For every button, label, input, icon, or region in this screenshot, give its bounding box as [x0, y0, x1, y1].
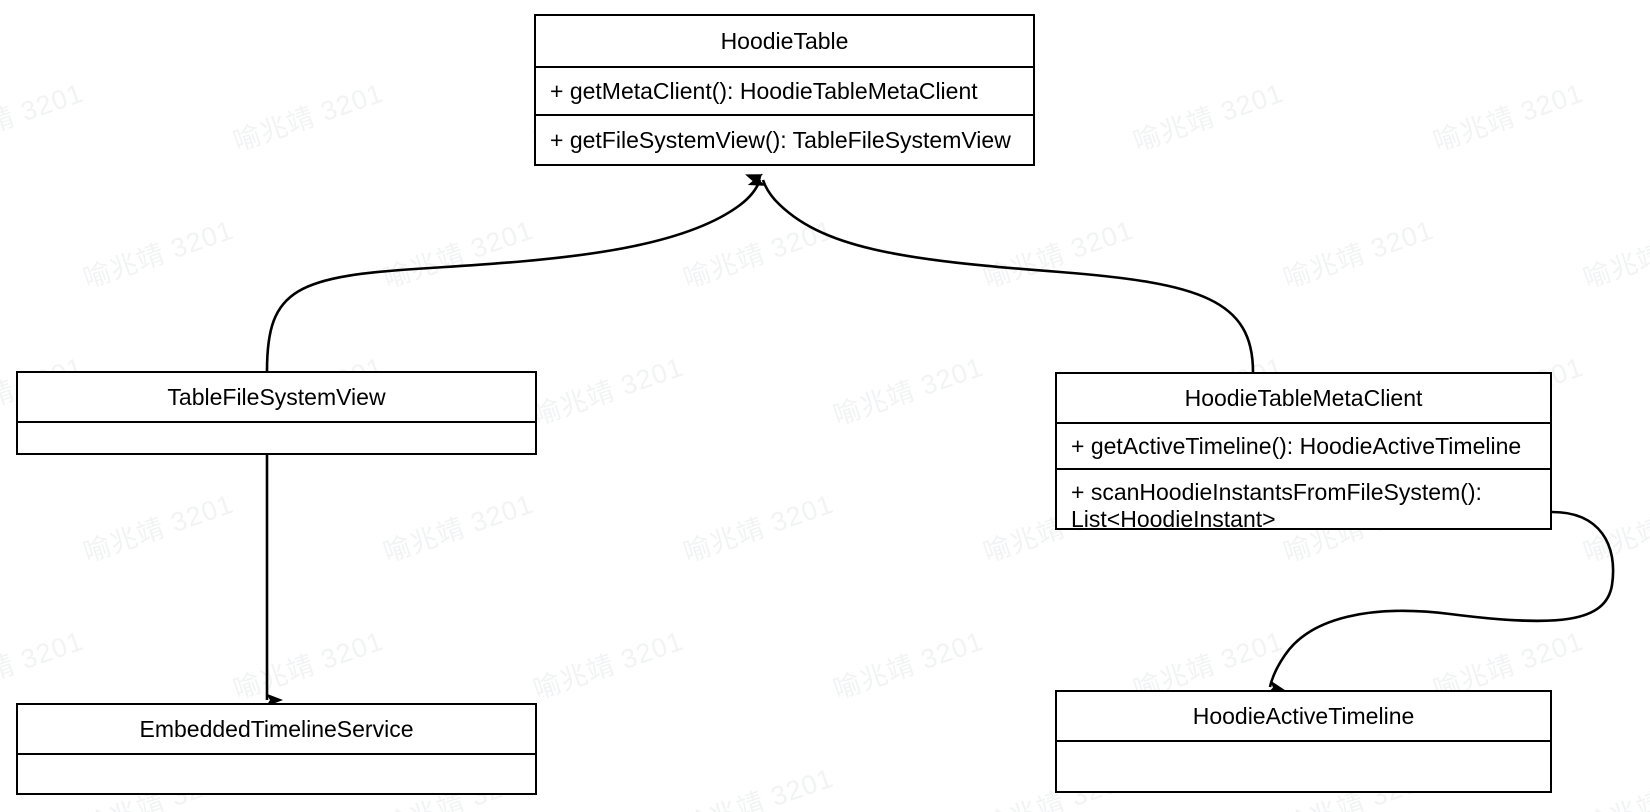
edge-metaclient-to-hoodietable: [747, 173, 1255, 373]
watermark-text: 喻兆靖 3201: [79, 488, 238, 569]
class-body-table-file-system-view: [18, 423, 535, 452]
watermark-text: 喻兆靖 3201: [979, 214, 1138, 295]
watermark-text: 喻兆靖 3201: [829, 351, 988, 432]
class-box-hoodie-table-meta-client[interactable]: HoodieTableMetaClient + getActiveTimelin…: [1055, 372, 1552, 532]
class-box-hoodie-active-timeline[interactable]: HoodieActiveTimeline: [1055, 690, 1552, 793]
watermark-text: 喻兆靖 3201: [679, 762, 838, 812]
watermark-text: 喻兆靖 3201: [1579, 215, 1650, 295]
class-name-hoodie-table-meta-client: HoodieTableMetaClient: [1057, 374, 1550, 424]
class-box-hoodie-table[interactable]: HoodieTable + getMetaClient(): HoodieTab…: [534, 14, 1035, 166]
class-method-get-active-timeline: + getActiveTimeline(): HoodieActiveTimel…: [1057, 424, 1550, 470]
watermark-text: 喻兆靖 3201: [1577, 756, 1650, 812]
edge-metaclient-to-activetimeline: [1267, 510, 1615, 694]
watermark-text: 喻兆靖 3201: [1129, 77, 1288, 158]
watermark-text: 喻兆靖 3201: [679, 214, 838, 295]
watermark-text: 喻兆靖 3201: [379, 214, 538, 295]
class-box-embedded-timeline-service[interactable]: EmbeddedTimelineService: [16, 703, 537, 795]
class-method-scan-line-1: + scanHoodieInstantsFromFileSystem():: [1071, 479, 1482, 505]
class-name-embedded-timeline-service: EmbeddedTimelineService: [18, 705, 535, 755]
watermark-text: 喻兆靖 3201: [0, 77, 88, 158]
watermark-text: 喻兆靖 3201: [79, 214, 238, 295]
class-box-table-file-system-view[interactable]: TableFileSystemView: [16, 371, 537, 455]
watermark-text: 喻兆靖 3201: [1429, 77, 1588, 158]
edge-tablefilesystemview-to-hoodietable: [265, 174, 764, 372]
watermark-text: 喻兆靖 3201: [229, 625, 388, 706]
class-method-get-file-system-view: + getFileSystemView(): TableFileSystemVi…: [550, 126, 1011, 153]
class-body-embedded-timeline-service: [18, 755, 535, 792]
watermark-text: 喻兆靖 3201: [529, 625, 688, 706]
watermark-text: 喻兆靖 3201: [679, 488, 838, 569]
class-name-hoodie-active-timeline: HoodieActiveTimeline: [1057, 692, 1550, 742]
watermark-text: 喻兆靖 3201: [229, 77, 388, 158]
watermark-text: 喻兆靖 3201: [1279, 214, 1438, 295]
class-name-hoodie-table: HoodieTable: [536, 16, 1033, 68]
class-name-table-file-system-view: TableFileSystemView: [18, 373, 535, 423]
watermark-text: 喻兆靖 3201: [1579, 489, 1650, 569]
watermark-text: 喻兆靖 3201: [829, 625, 988, 706]
class-method-scan-line-2: List<HoodieInstant>: [1071, 506, 1276, 533]
watermark-text: 喻兆靖 3201: [529, 351, 688, 432]
class-body-hoodie-active-timeline: [1057, 742, 1550, 790]
watermark-text: 喻兆靖 3201: [379, 488, 538, 569]
class-method-get-meta-client: + getMetaClient(): HoodieTableMetaClient: [536, 68, 1033, 116]
watermark-text: 喻兆靖 3201: [0, 625, 88, 706]
class-method-scan-hoodie-instants-from-file-system: + scanHoodieInstantsFromFileSystem(): Li…: [1057, 470, 1550, 532]
